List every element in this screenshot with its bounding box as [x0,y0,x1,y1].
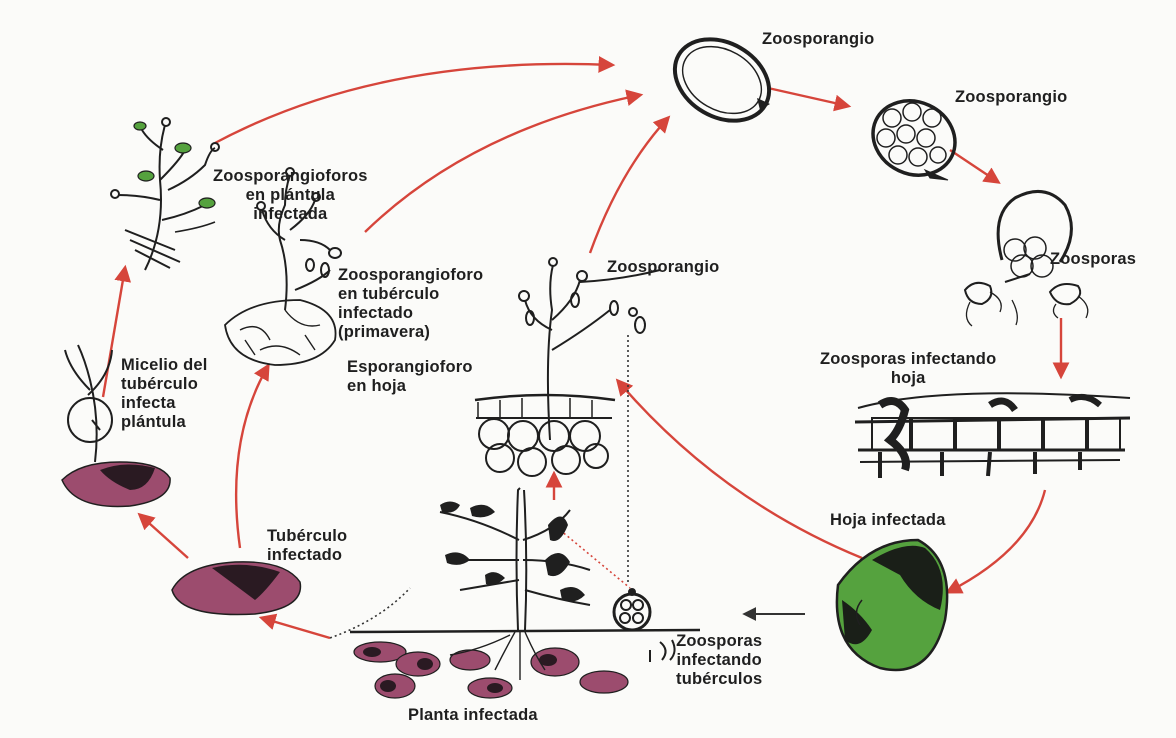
label-zoosporas: Zoosporas [1050,250,1136,269]
arrow-seedling-to-zoosporangium [215,64,612,143]
label-zoosporangio-right: Zoosporangio [955,88,1067,107]
label-esporangioforo-hoja: Esporangioforo en hoja [347,358,473,396]
leaf-sporangiophore-icon [475,258,660,476]
label-zoosporangio-top: Zoosporangio [762,30,874,49]
seedling-icon [111,118,219,270]
label-zoosporangioforos-plantula: Zoosporangioforos en plántula infectada [213,167,368,224]
plant-icon [350,488,700,698]
arrow-mature-to-release [950,150,998,182]
tuber-icon [172,562,300,615]
arrow-planta-to-tuber [262,618,330,638]
label-zoosporas-infectando-tuberculos: Zoosporas infectando tubérculos [676,632,762,689]
zoospore-icon [965,274,1088,326]
label-tuberculo-infectado: Tubérculo infectado [267,527,347,565]
arrow-leaf-sporangiophore-to-zoosporangium [590,118,668,253]
arrow-tuber-to-tuber-mycelium [140,515,188,558]
arrow-leaf-infection-to-infected-leaf [948,490,1045,592]
label-zoosporas-infectando-hoja: Zoosporas infectando hoja [820,350,996,388]
arrow-tuber-sprout-to-zoosporangium [365,95,640,232]
label-zoosporangioforo-tuberculo: Zoosporangioforo en tubérculo infectado … [338,266,483,342]
leaf-infection-cross-section-icon [855,393,1130,478]
label-planta-infectada: Planta infectada [408,706,538,725]
arrow-infected-leaf-to-sporangiophore [618,381,862,558]
arrow-tuber-to-tuber-sprout [236,366,268,548]
leaf-icon [837,540,947,670]
label-zoosporangio-center: Zoosporangio [607,258,719,277]
label-micelio-tuberculo: Micelio del tubérculo infecta plántula [121,356,208,432]
arrow-zoosporangium-to-mature [768,88,848,106]
mature-zoosporangium-icon [861,88,968,189]
label-hoja-infectada: Hoja infectada [830,511,946,530]
